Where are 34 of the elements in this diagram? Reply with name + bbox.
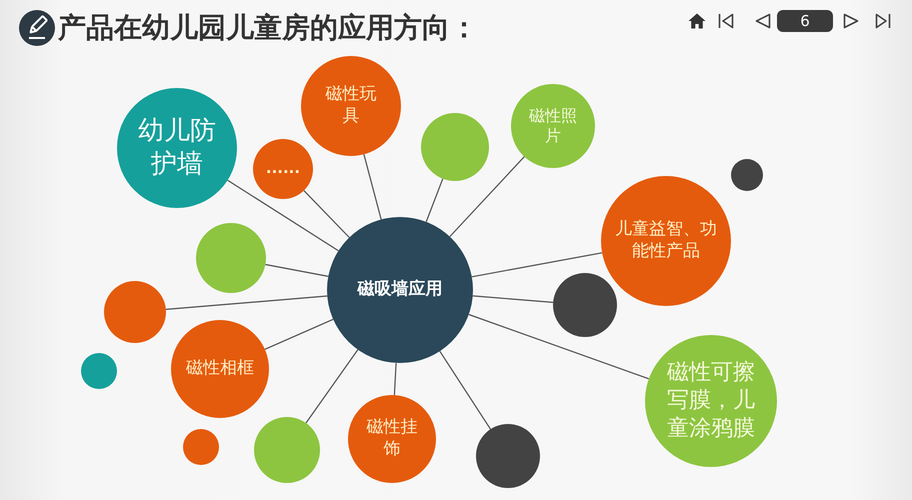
connector-line: [472, 295, 554, 303]
circle: [476, 424, 540, 488]
circle: [81, 353, 117, 389]
topic-circle: 磁性照片: [511, 84, 595, 168]
topic-circle: 磁性挂饰: [348, 395, 436, 483]
connector-line: [306, 349, 358, 424]
connector-line: [166, 295, 328, 310]
topic-circle: 磁性玩具: [301, 56, 401, 156]
topic-circle: 磁性相框: [171, 320, 269, 418]
hub-circle: 磁吸墙应用: [327, 217, 473, 363]
topic-circle: 幼儿防护墙: [117, 88, 237, 208]
connector-line: [439, 350, 491, 430]
circle: [183, 429, 219, 465]
connector-line: [265, 264, 328, 277]
title: 产品在幼儿园儿童房的应用方向：: [58, 10, 478, 46]
connector-line: [264, 318, 334, 350]
connector-line: [363, 154, 382, 220]
connector-line: [472, 252, 602, 278]
circle: [553, 273, 617, 337]
circle: [421, 113, 489, 181]
connector-line: [394, 362, 397, 396]
circle: [104, 281, 166, 343]
topic-circle: 儿童益智、功能性产品: [601, 176, 731, 306]
circle: [196, 223, 266, 293]
connector-line: [227, 180, 339, 252]
connector-line: [468, 314, 649, 380]
circle: [254, 417, 320, 483]
topic-circle: 磁性可擦写膜，儿童涂鸦膜: [645, 335, 777, 467]
connector-line: [303, 190, 350, 238]
circle: [731, 159, 763, 191]
topic-circle: ......: [253, 139, 313, 199]
connector-line: [426, 178, 444, 222]
connector-line: [449, 156, 525, 237]
page-number: 6: [777, 10, 833, 32]
